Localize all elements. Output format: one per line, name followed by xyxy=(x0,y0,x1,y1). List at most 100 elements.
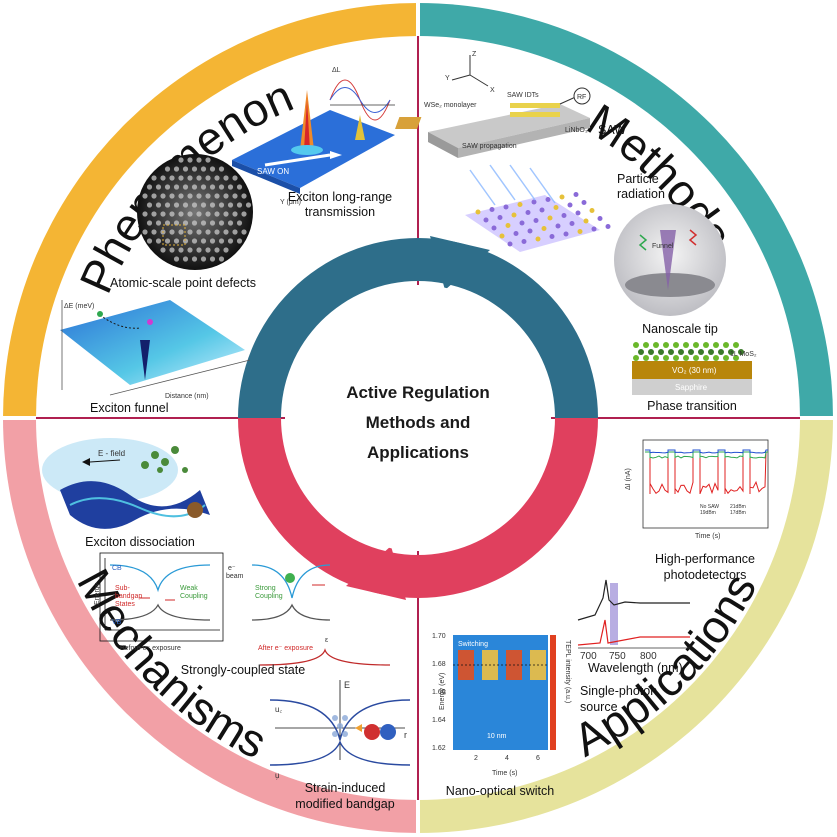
lattice-atom xyxy=(518,202,523,207)
mos2-atom xyxy=(663,355,669,361)
lattice-atom xyxy=(570,221,575,226)
lattice-atom xyxy=(546,197,551,202)
axis-y-label: Y xyxy=(445,75,450,82)
lattice-atom xyxy=(568,203,573,208)
single-photon-label-1: Single-photon xyxy=(580,684,657,698)
photodetector-plot: ΔI (nA) Time (s) No SAW 19dBm 21dBm 17dB… xyxy=(625,440,768,540)
center-cycle: Active Regulation Methods and Applicatio… xyxy=(238,236,598,600)
lattice-atom xyxy=(556,224,561,229)
lattice-atom xyxy=(246,202,251,207)
lattice-atom xyxy=(151,211,156,216)
lattice-atom xyxy=(156,238,161,243)
lattice-atom xyxy=(187,157,192,162)
lattice-atom xyxy=(147,184,152,189)
saw-propagation-label: SAW propagation xyxy=(462,143,517,150)
lattice-atom xyxy=(232,175,237,180)
tepl-label: TEPL intensity (a.u.) xyxy=(564,640,571,703)
lattice-atom xyxy=(201,220,206,225)
sub-label-3: States xyxy=(115,601,135,608)
lattice-atom xyxy=(160,193,165,198)
dissociation-label: Exciton dissociation xyxy=(85,535,195,549)
lattice-atom xyxy=(542,226,547,231)
lattice-atom xyxy=(151,175,156,180)
linbo3-label: LiNbO₃ xyxy=(565,127,588,134)
lattice-atom xyxy=(187,175,192,180)
legend-19dbm: 19dBm xyxy=(700,510,716,516)
delta-l-label: ΔL xyxy=(332,67,341,74)
saw-label: SAW xyxy=(598,123,626,137)
mos2-atom xyxy=(688,349,694,355)
lattice-atom xyxy=(228,202,233,207)
lattice-atom xyxy=(214,247,219,252)
lattice-atom xyxy=(165,238,170,243)
di-axis-label: ΔI (nA) xyxy=(625,468,632,490)
lattice-atom xyxy=(178,247,183,252)
lattice-atom xyxy=(210,202,215,207)
lattice-atom xyxy=(174,256,179,261)
lattice-atom xyxy=(504,205,509,210)
mos2-atom xyxy=(723,342,729,348)
sub-label-1: Sub- xyxy=(115,585,130,592)
point-defect-image xyxy=(137,154,253,270)
strong-label-2: Coupling xyxy=(255,593,283,600)
lattice-atom xyxy=(512,213,517,218)
lattice-atom xyxy=(178,157,183,162)
lattice-atom xyxy=(550,234,555,239)
lattice-atom xyxy=(160,247,165,252)
lattice-atom xyxy=(187,193,192,198)
mos2-atom xyxy=(668,349,674,355)
lattice-atom xyxy=(228,238,233,243)
lattice-atom xyxy=(241,229,246,234)
lattice-atom xyxy=(165,166,170,171)
time-axis-label: Time (s) xyxy=(695,533,720,540)
lattice-atom xyxy=(156,202,161,207)
lattice-atom xyxy=(214,229,219,234)
lattice-atom xyxy=(151,229,156,234)
mos2-atom xyxy=(653,342,659,348)
e-tick-1: 1.70 xyxy=(432,633,446,640)
nano-switch-label: Nano-optical switch xyxy=(446,784,554,798)
lattice-atom xyxy=(237,202,242,207)
uv-label: u᷊ xyxy=(275,771,279,780)
single-photon-label-2: source xyxy=(580,700,618,714)
lattice-atom xyxy=(183,184,188,189)
lattice-atom xyxy=(522,239,527,244)
mos2-atom xyxy=(718,349,724,355)
lattice-atom xyxy=(169,211,174,216)
lattice-atom xyxy=(498,215,503,220)
lattice-atom xyxy=(219,238,224,243)
switching-label: Switching xyxy=(458,641,488,648)
sapphire-label: Sapphire xyxy=(675,383,708,392)
lattice-atom xyxy=(196,175,201,180)
lattice-atom xyxy=(160,211,165,216)
mos2-atom xyxy=(703,355,709,361)
lattice-atom xyxy=(160,175,165,180)
lattice-atom xyxy=(578,229,583,234)
lattice-atom xyxy=(147,238,152,243)
axis-x-label: X xyxy=(490,87,495,94)
center-title-line1: Active Regulation xyxy=(346,383,490,402)
exciton-transmission-label-1: Exciton long-range xyxy=(288,190,392,204)
lattice-atom xyxy=(151,193,156,198)
mos2-atom xyxy=(648,349,654,355)
lattice-atom xyxy=(560,195,565,200)
lattice-atom xyxy=(178,211,183,216)
lattice-atom xyxy=(223,193,228,198)
lattice-atom xyxy=(205,211,210,216)
lattice-atom xyxy=(142,229,147,234)
lattice-atom xyxy=(142,193,147,198)
lattice-atom xyxy=(241,193,246,198)
exciton-funnel-label: Exciton funnel xyxy=(90,401,169,415)
saw-on-label: SAW ON xyxy=(257,167,289,176)
lattice-atom xyxy=(584,219,589,224)
mos2-atom xyxy=(683,342,689,348)
lattice-atom xyxy=(590,208,595,213)
mos2-atom xyxy=(678,349,684,355)
e-tick-5: 1.62 xyxy=(432,745,446,752)
lattice-atom xyxy=(205,229,210,234)
mos2-atom xyxy=(698,349,704,355)
nanoscale-tip-image: Funnel xyxy=(614,204,726,316)
strain-label-2: modified bandgap xyxy=(295,797,394,811)
lattice-atom xyxy=(205,157,210,162)
